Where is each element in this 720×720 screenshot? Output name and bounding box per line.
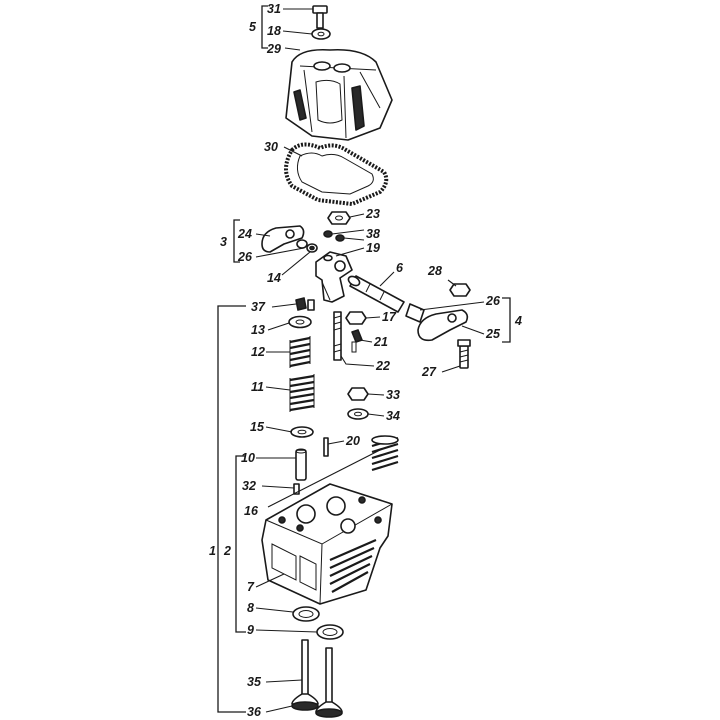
part-33-nut — [347, 387, 369, 401]
label-27: 27 — [421, 365, 437, 379]
label-16: 16 — [244, 504, 259, 518]
part-34-washer — [347, 408, 369, 420]
part-31-bolt — [312, 5, 328, 29]
bracket-3 — [233, 219, 240, 263]
label-24: 24 — [237, 227, 252, 241]
label-2: 2 — [223, 544, 231, 558]
label-23: 23 — [365, 207, 380, 221]
part-29-valve-cover — [285, 48, 393, 141]
label-15: 15 — [250, 420, 265, 434]
label-18: 18 — [267, 24, 281, 38]
part-19-rocker-bracket — [315, 251, 353, 303]
label-33: 33 — [386, 388, 400, 402]
part-12-inner-spring — [289, 336, 311, 368]
part-6-rocker-shaft — [347, 275, 405, 313]
part-35-valve — [291, 639, 319, 711]
leader-lines — [255, 8, 485, 713]
bracket-4 — [502, 297, 511, 343]
label-4: 4 — [514, 314, 522, 328]
part-26-spacer-right — [405, 303, 425, 323]
label-38: 38 — [366, 227, 380, 241]
part-37-valve-keys — [295, 297, 315, 311]
part-25-rocker-arm — [417, 309, 469, 342]
label-22: 22 — [375, 359, 390, 373]
part-27-adjusting-screw — [457, 339, 471, 369]
label-26-left: 26 — [237, 250, 253, 264]
part-17-nut — [345, 311, 367, 325]
label-29: 29 — [266, 42, 281, 56]
part-16-sleeve — [371, 435, 399, 472]
part-26-spacer-left — [296, 239, 318, 253]
label-6: 6 — [396, 261, 404, 275]
label-28: 28 — [427, 264, 442, 278]
label-10: 10 — [241, 451, 255, 465]
part-22-stud — [333, 311, 342, 361]
label-13: 13 — [251, 323, 265, 337]
part-23-nut — [327, 211, 351, 225]
part-7-cylinder-head — [261, 483, 393, 605]
part-28-nut — [449, 283, 471, 297]
label-3: 3 — [220, 235, 227, 249]
part-20-pin — [323, 437, 329, 457]
bracket-2 — [235, 455, 246, 633]
part-13-spring-retainer — [288, 315, 312, 329]
label-12: 12 — [251, 345, 265, 359]
label-8: 8 — [247, 601, 254, 615]
bracket-5 — [261, 5, 268, 49]
label-1: 1 — [209, 544, 216, 558]
part-36-valve — [315, 647, 343, 718]
part-21-pushrod — [351, 329, 363, 353]
part-18-washer — [311, 28, 331, 40]
label-34: 34 — [386, 409, 400, 423]
label-19: 19 — [366, 241, 380, 255]
part-10-valve-guide — [295, 448, 307, 481]
part-15-spring-seat — [290, 426, 314, 438]
label-37: 37 — [251, 300, 266, 314]
part-9-valve-seat — [316, 624, 344, 640]
part-11-outer-spring — [289, 374, 315, 412]
label-35: 35 — [247, 675, 262, 689]
part-30-gasket — [284, 142, 389, 207]
label-26-right: 26 — [485, 294, 501, 308]
label-14: 14 — [267, 271, 281, 285]
part-38-washers — [323, 230, 345, 242]
label-20: 20 — [345, 434, 360, 448]
label-36: 36 — [247, 705, 262, 719]
label-7: 7 — [247, 580, 255, 594]
label-5: 5 — [249, 20, 257, 34]
label-11: 11 — [251, 380, 264, 394]
bracket-1 — [217, 305, 246, 713]
label-31: 31 — [267, 2, 281, 16]
label-32: 32 — [242, 479, 256, 493]
label-17: 17 — [382, 310, 397, 324]
part-32-dowel — [293, 483, 300, 495]
label-25: 25 — [485, 327, 501, 341]
label-21: 21 — [373, 335, 388, 349]
part-24-rocker-arm — [261, 225, 305, 253]
part-8-valve-seat — [292, 606, 320, 622]
label-9: 9 — [247, 623, 254, 637]
label-30: 30 — [264, 140, 278, 154]
